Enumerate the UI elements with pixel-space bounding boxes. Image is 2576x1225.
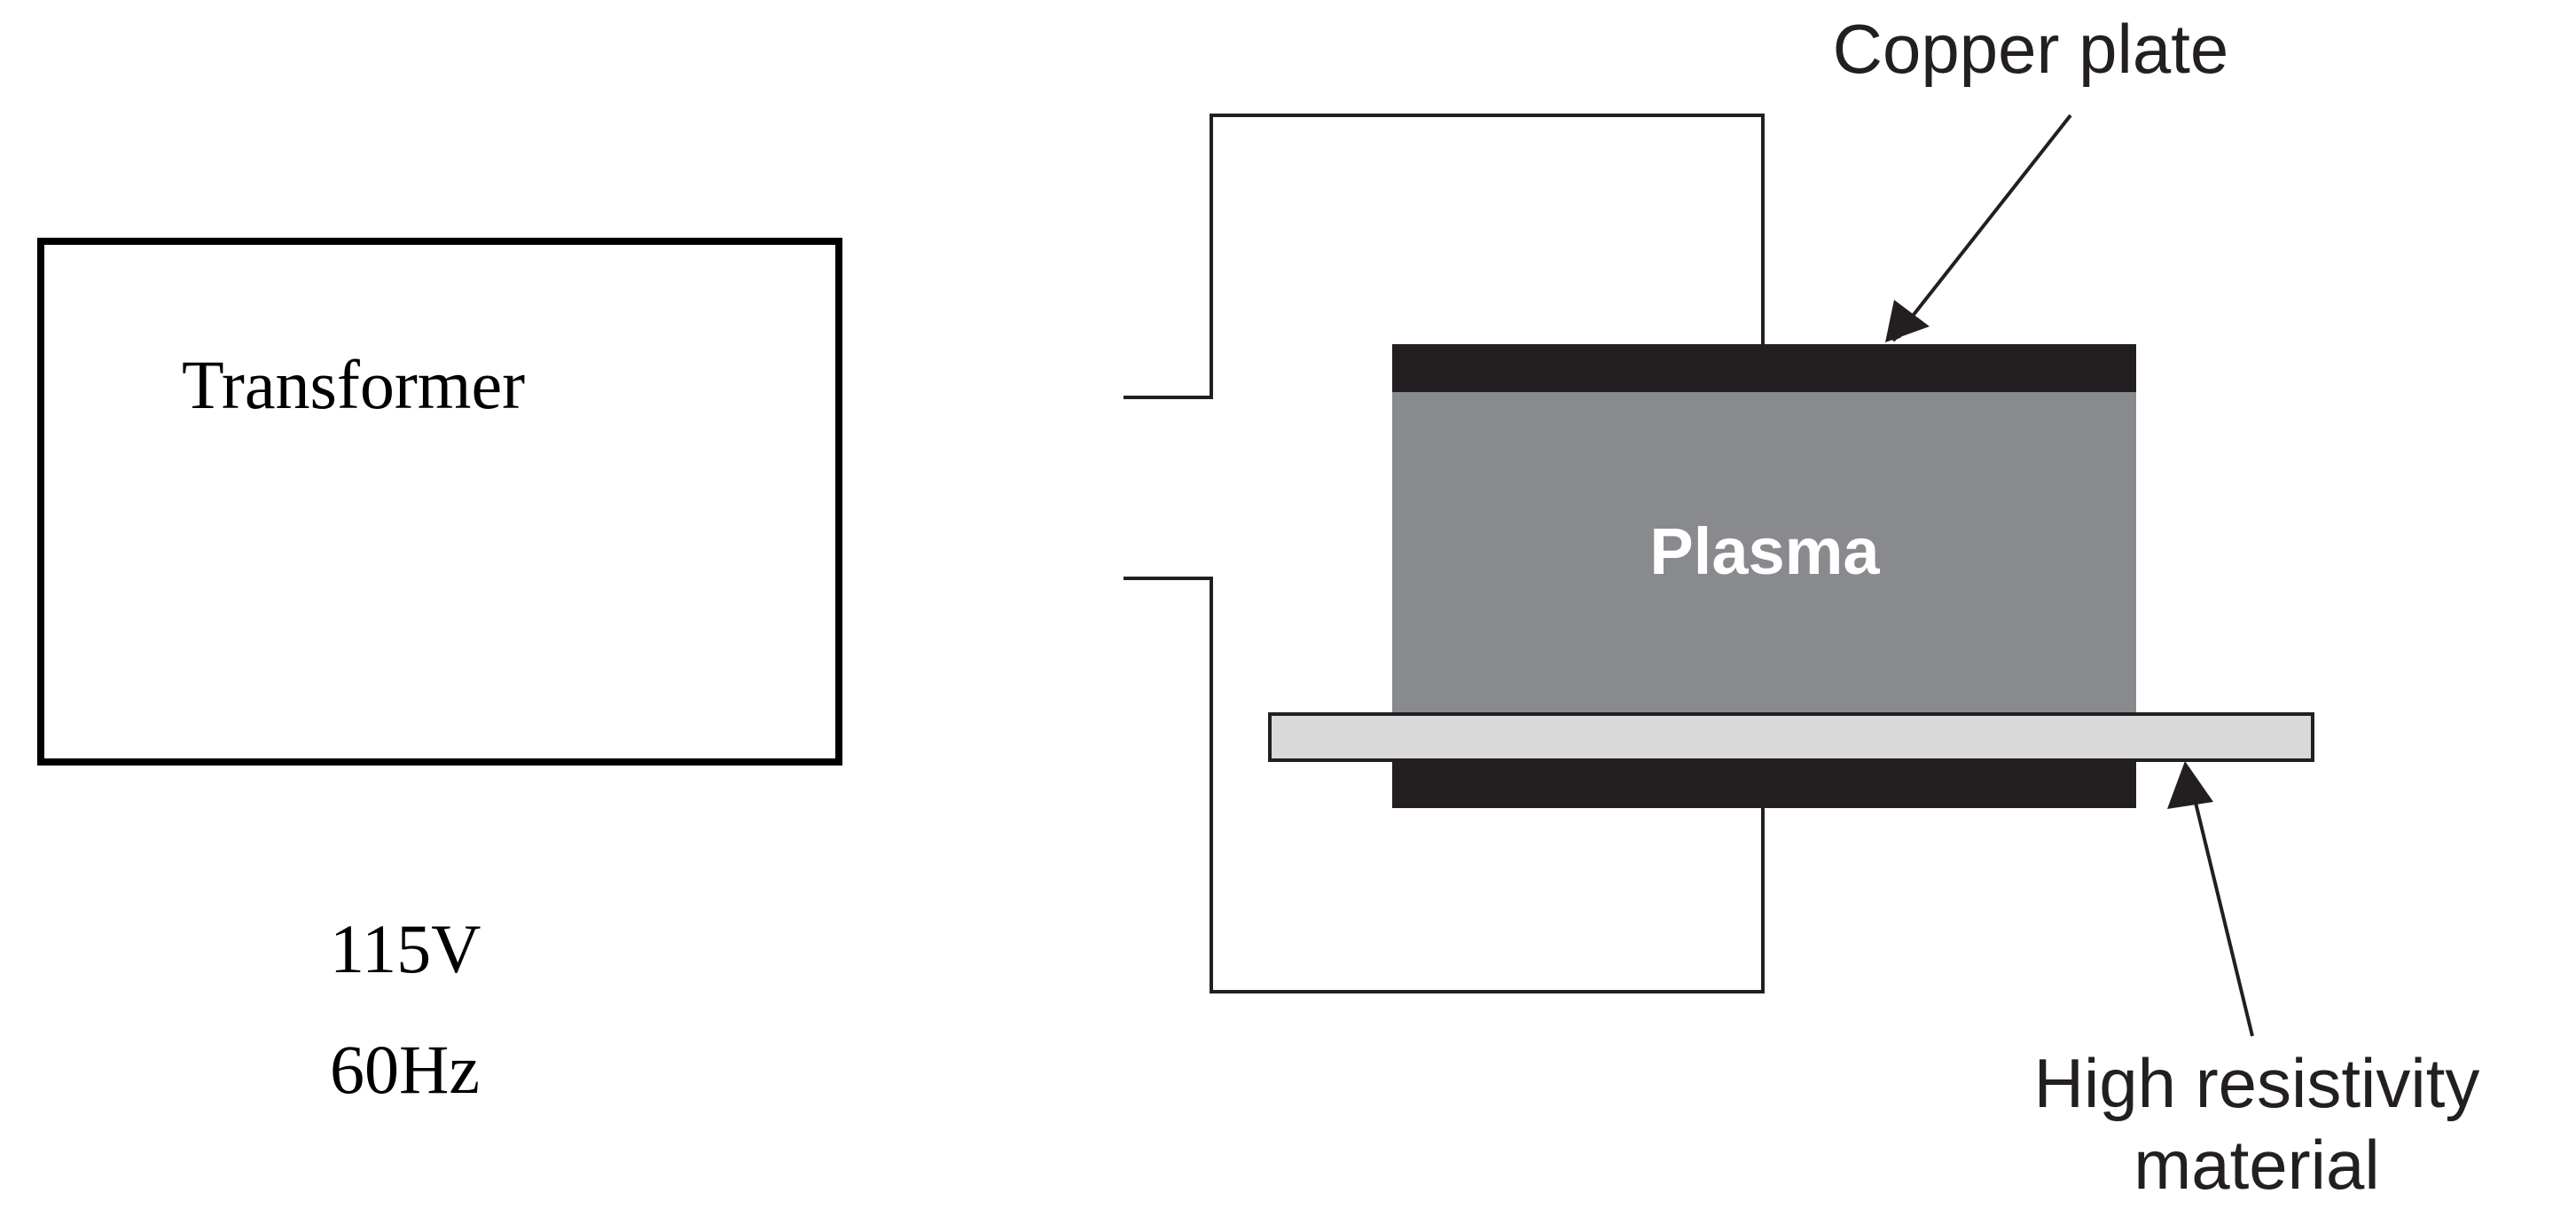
transformer-label: Transformer bbox=[182, 346, 525, 423]
plasma-region bbox=[1392, 390, 2136, 714]
copper-plate-arrow bbox=[1891, 114, 2072, 342]
copper-plate-arrowhead bbox=[1885, 300, 1930, 342]
supply-frequency-label: 60Hz bbox=[330, 1031, 480, 1108]
resistivity-callout-line1: High resistivity bbox=[2034, 1044, 2480, 1122]
lower-lead-wire bbox=[1124, 577, 1765, 993]
plasma-label: Plasma bbox=[1649, 514, 1880, 588]
transformer-box bbox=[37, 238, 842, 766]
upper-lead-wire bbox=[1124, 114, 1765, 399]
resistivity-callout-line2: material bbox=[2134, 1126, 2379, 1204]
bottom-copper-plate bbox=[1392, 758, 2136, 808]
top-copper-plate bbox=[1392, 344, 2136, 392]
copper-plate-callout: Copper plate bbox=[1833, 10, 2229, 88]
resistivity-arrowhead bbox=[2167, 761, 2213, 809]
supply-voltage-label: 115V bbox=[330, 910, 481, 987]
high-resistivity-layer bbox=[1268, 712, 2314, 762]
resistivity-arrow bbox=[2187, 773, 2254, 1037]
